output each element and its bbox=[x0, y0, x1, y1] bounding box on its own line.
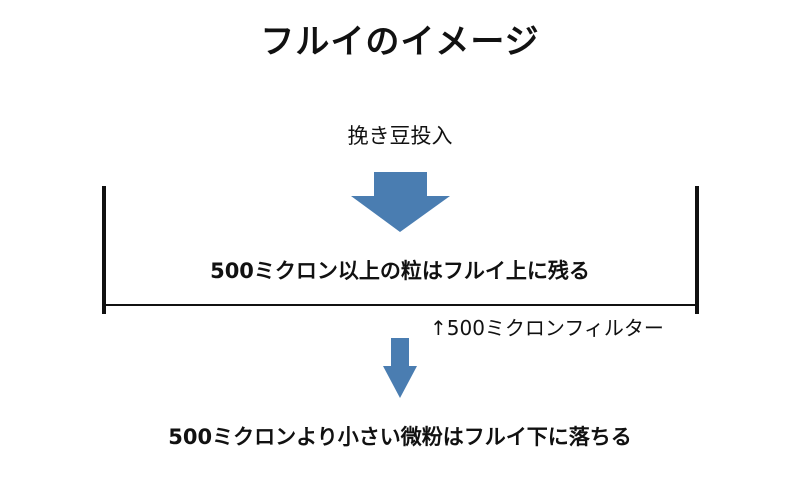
input-label: 挽き豆投入 bbox=[347, 124, 453, 148]
diagram-title: フルイのイメージ bbox=[260, 22, 540, 62]
output-arrow bbox=[383, 338, 417, 398]
filter-label: ↑500ミクロンフィルター bbox=[430, 316, 664, 340]
input-arrow bbox=[351, 172, 450, 232]
passed-particles-label: 500ミクロンより小さい微粉はフルイ下に落ちる bbox=[168, 425, 632, 449]
retained-particles-label: 500ミクロン以上の粒はフルイ上に残る bbox=[210, 259, 590, 283]
